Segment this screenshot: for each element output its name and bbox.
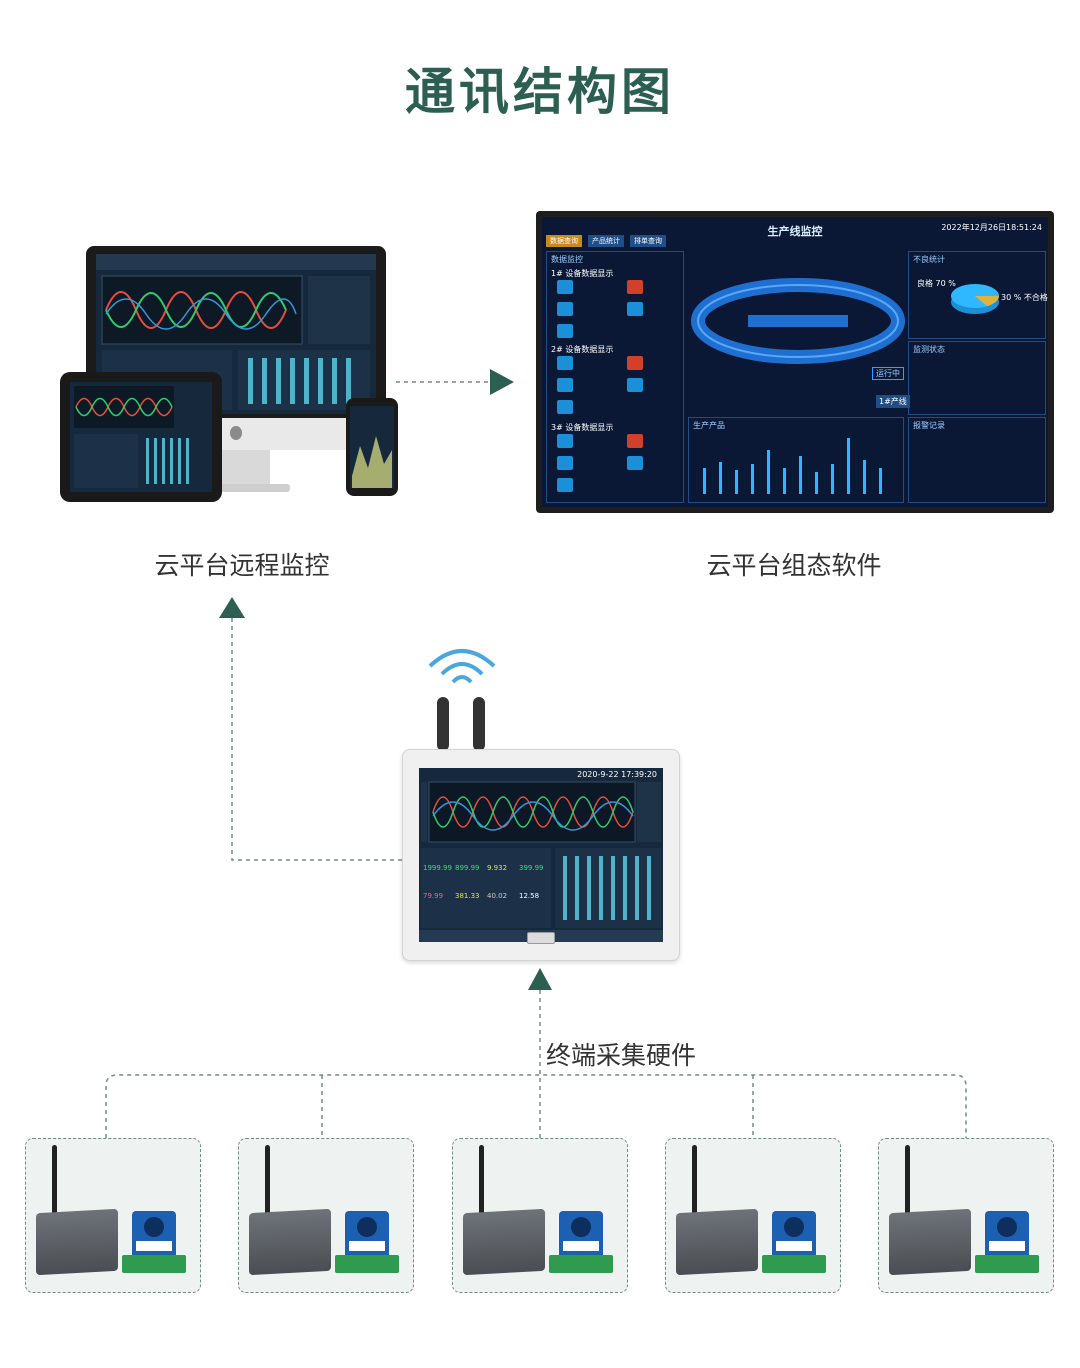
product-line-label: 1#产线 [876, 395, 910, 408]
tablet-screen [70, 382, 212, 492]
terminal-block [549, 1255, 613, 1273]
status-running: 运行中 [872, 367, 904, 380]
wireless-module [249, 1208, 331, 1276]
tab-schedule-query[interactable]: 排单查询 [630, 235, 666, 247]
antenna-icon [473, 697, 485, 751]
panel-title: 数据监控 [551, 255, 583, 264]
page-title: 通讯结构图 [405, 63, 675, 121]
current-sensor [559, 1211, 603, 1259]
panel-defect-stats: 不良统计 良格 70 % 30 % 不合格 [908, 251, 1048, 339]
antenna-icon [52, 1145, 57, 1215]
dashboard-screen: 生产线监控 2022年12月26日18:51:24 数据查询 产品统计 排单查询… [542, 217, 1048, 507]
current-sensor [345, 1211, 389, 1259]
current-sensor [132, 1211, 176, 1259]
reading-value: 899.99 [455, 864, 480, 872]
panel-alarm-records: 报警记录 [908, 417, 1046, 503]
reading-value: 399.99 [519, 864, 544, 872]
panel-title: 生产产品 [693, 421, 725, 430]
dashboard-title: 生产线监控 [767, 225, 823, 238]
terminal-card-3 [452, 1138, 628, 1293]
antenna-icon [692, 1145, 697, 1215]
terminal-block [975, 1255, 1039, 1273]
phone-screen [350, 406, 394, 488]
antenna-icon [265, 1145, 270, 1215]
panel-title: 不良统计 [913, 255, 945, 264]
panel-data-monitor: 数据监控 1# 设备数据显示 2# 设备数据显示 3# 设备数据显示 [546, 251, 684, 503]
pass-ratio: 良格 70 % [917, 279, 956, 288]
config-software-dashboard: 生产线监控 2022年12月26日18:51:24 数据查询 产品统计 排单查询… [536, 211, 1054, 513]
current-sensor [985, 1211, 1029, 1259]
link-gateway-to-remote [231, 618, 402, 861]
reading-value: 79.99 [423, 892, 444, 900]
terminal-card-2 [238, 1138, 414, 1293]
reading-value: 9.932 [487, 864, 508, 872]
apple-logo-icon [230, 426, 242, 440]
antenna-icon [905, 1145, 910, 1215]
arrow-up-icon [219, 597, 245, 618]
wireless-module [676, 1208, 758, 1276]
production-line-3d [691, 278, 905, 364]
terminal-card-1 [25, 1138, 201, 1293]
wireless-module [463, 1208, 545, 1276]
tab-product-stats[interactable]: 产品统计 [588, 235, 624, 247]
group-label: 2# 设备数据显示 [551, 345, 614, 354]
reading-value: 1999.99 [423, 864, 452, 872]
gateway-device: 2020-9-22 17:39:20 1999.99 899.99 9.932 … [402, 749, 680, 961]
terminal-bus [105, 1074, 967, 1138]
panel-monitor-status: 监测状态 [908, 341, 1046, 415]
terminal-card-4 [665, 1138, 841, 1293]
dashboard-datetime: 2022年12月26日18:51:24 [941, 223, 1042, 232]
gateway-screen: 2020-9-22 17:39:20 1999.99 899.99 9.932 … [419, 768, 663, 942]
terminal-block [122, 1255, 186, 1273]
wireless-module [36, 1208, 118, 1276]
terminal-block [335, 1255, 399, 1273]
wifi-signal-icon [428, 649, 496, 684]
label-terminal-hardware: 终端采集硬件 [546, 1041, 697, 1070]
reading-value: 12.58 [519, 892, 540, 900]
panel-production: 生产产品 [688, 417, 904, 503]
group-label: 3# 设备数据显示 [551, 423, 614, 432]
wireless-module [889, 1208, 971, 1276]
antenna-icon [437, 697, 449, 751]
arrow-up-icon [528, 968, 552, 990]
terminal-block [762, 1255, 826, 1273]
tab-data-query[interactable]: 数据查询 [546, 235, 582, 247]
panel-title: 监测状态 [913, 345, 945, 354]
terminal-card-5 [878, 1138, 1054, 1293]
gateway-datetime: 2020-9-22 17:39:20 [577, 770, 657, 779]
fail-ratio: 30 % 不合格 [1001, 293, 1048, 302]
gateway-port [527, 932, 555, 944]
antenna-icon [479, 1145, 484, 1215]
arrow-right-icon [490, 369, 514, 395]
remote-devices-illustration [60, 246, 420, 506]
group-label: 1# 设备数据显示 [551, 269, 614, 278]
reading-value: 381.33 [455, 892, 480, 900]
label-remote-monitoring: 云平台远程监控 [154, 551, 330, 580]
reading-value: 40.02 [487, 892, 508, 900]
panel-title: 报警记录 [913, 421, 945, 430]
current-sensor [772, 1211, 816, 1259]
label-config-software: 云平台组态软件 [706, 551, 882, 580]
